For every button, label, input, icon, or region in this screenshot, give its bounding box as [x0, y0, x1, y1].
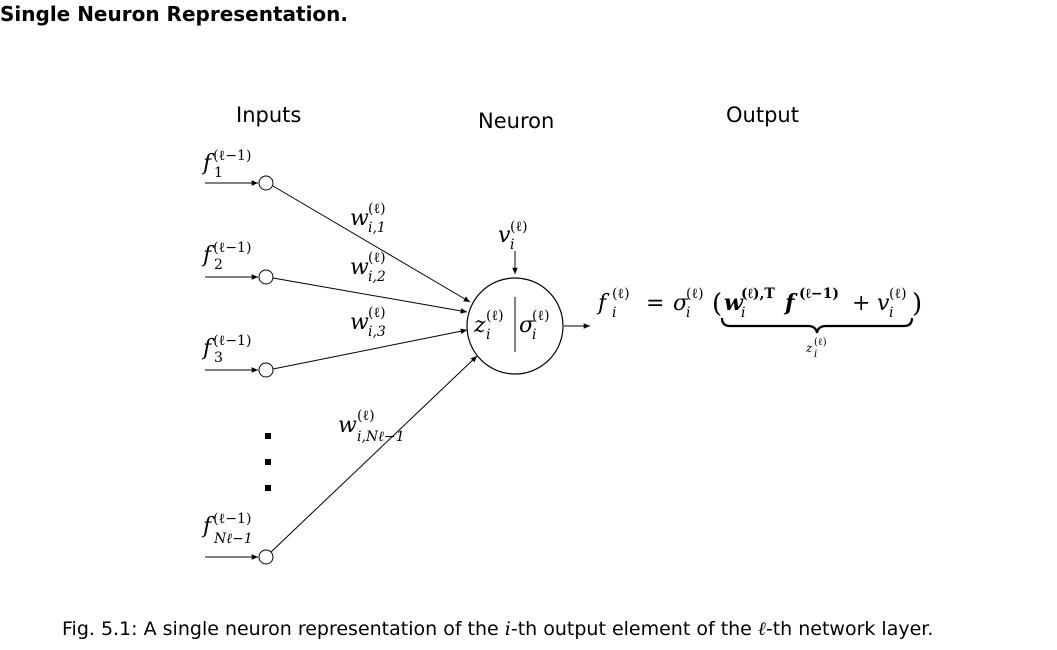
equation-plus: + [852, 291, 870, 316]
weight-label-n: w(ℓ)i,Nℓ−1 [338, 408, 405, 445]
input-node-2 [258, 269, 274, 285]
ellipsis-dot [265, 485, 271, 491]
inputs-title: Inputs [236, 103, 301, 127]
bias-label: v(ℓ)i [498, 219, 528, 253]
weight-label-2: w(ℓ)i,2 [350, 250, 386, 285]
input-label-1: f(ℓ−1)1 [201, 148, 251, 181]
input-label-2: f(ℓ−1)2 [201, 240, 251, 273]
underbrace-label: z(ℓ)i [805, 337, 827, 360]
equation-equals: = [646, 291, 664, 316]
input-node-3 [258, 362, 274, 378]
equation-lhs: f(ℓ)i [596, 286, 630, 321]
equation-bias: v(ℓ)i [877, 286, 907, 321]
equation-close-paren: ) [912, 289, 922, 319]
input-label-n: f(ℓ−1)Nℓ−1 [201, 511, 253, 547]
input-node-1 [258, 175, 274, 191]
connection-1 [272, 185, 471, 303]
connection-2 [272, 277, 468, 314]
ellipsis-dot [265, 459, 271, 465]
output-title: Output [726, 103, 799, 127]
ellipsis-dot [265, 433, 271, 439]
underbrace [720, 317, 914, 334]
weight-label-1: w(ℓ)i,1 [350, 201, 386, 236]
equation-open-paren: ( [712, 289, 722, 319]
neuron-z-label: z(ℓ)i [473, 308, 504, 343]
equation-feature-vector: f(ℓ−1) [783, 286, 839, 316]
input-node-n [258, 549, 274, 565]
equation-sigma: σ(ℓ)i [673, 286, 704, 321]
input-label-3: f(ℓ−1)3 [201, 333, 251, 366]
weight-label-3: w(ℓ)i,3 [350, 305, 386, 340]
neuron-sigma-label: σ(ℓ)i [519, 308, 550, 343]
neuron-title: Neuron [478, 109, 554, 133]
page-title: Single Neuron Representation. [0, 2, 349, 26]
connection-3 [272, 328, 468, 370]
connection-n [270, 355, 478, 553]
figure-caption: Fig. 5.1: A single neuron representation… [62, 618, 934, 640]
